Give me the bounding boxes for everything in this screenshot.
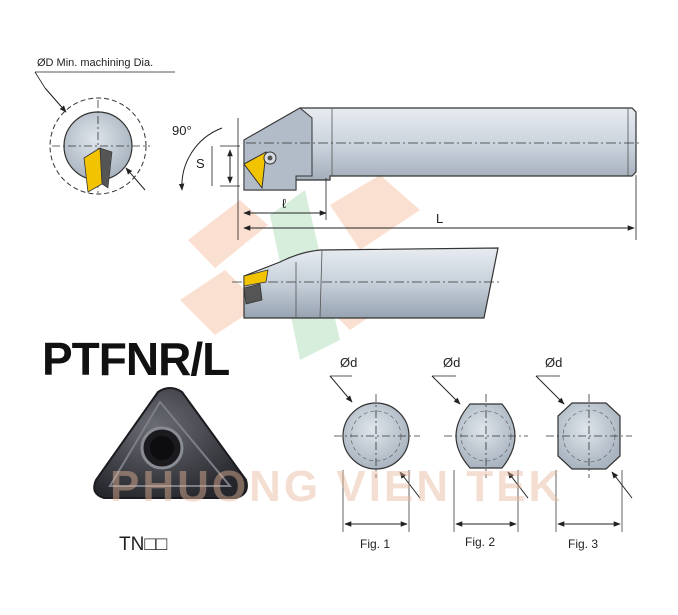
- figure-3: [535, 375, 633, 532]
- fig2-caption: Fig. 2: [465, 535, 496, 549]
- small-l-dimension-label: ℓ: [282, 196, 287, 211]
- figure-1: [329, 375, 421, 532]
- insert-code-label: TN□□: [119, 534, 168, 555]
- figure-2: [431, 375, 529, 532]
- fig1-caption: Fig. 1: [360, 537, 391, 551]
- holder-side-view: [232, 247, 500, 319]
- end-view: [34, 71, 175, 196]
- insert-image: [93, 387, 248, 499]
- page-title: PTFNR/L: [42, 333, 230, 385]
- fig1-dia-label: Ød: [340, 355, 358, 370]
- fig2-dia-label: Ød: [443, 355, 461, 370]
- fig3-caption: Fig. 3: [568, 537, 599, 551]
- fig3-dia-label: Ød: [545, 355, 563, 370]
- angle-label: 90°: [172, 123, 192, 138]
- watermark-text: PHUONG VIEN TEK: [110, 462, 564, 511]
- holder-top-view: [178, 107, 640, 240]
- s-dimension-label: S: [196, 156, 205, 171]
- big-l-dimension-label: L: [436, 211, 444, 226]
- min-dia-label: ØD Min. machining Dia.: [37, 57, 154, 69]
